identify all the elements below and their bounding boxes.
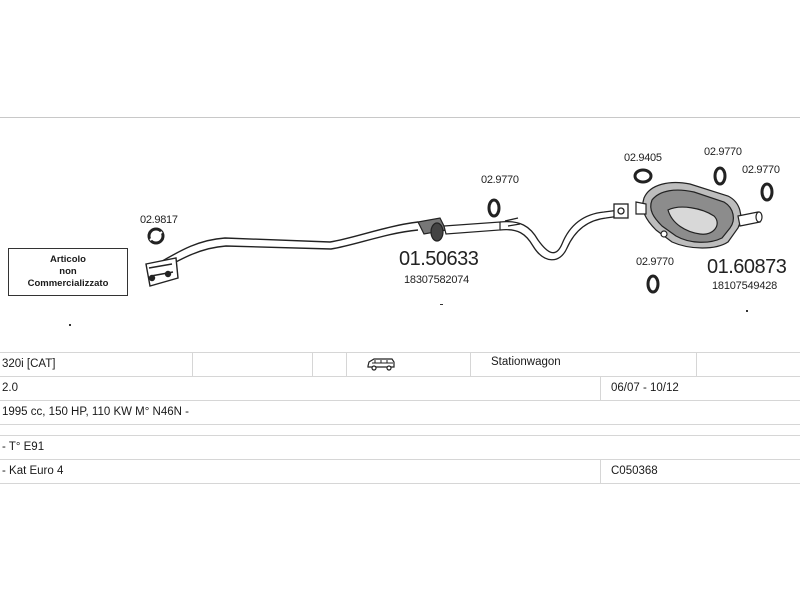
note-line-1: Articolo bbox=[50, 254, 86, 265]
hanger-rear-bottom-ring bbox=[646, 274, 660, 294]
emission-standard: - Kat Euro 4 bbox=[2, 465, 64, 477]
top-border bbox=[0, 117, 800, 118]
part-number-gasket-front: 02.9817 bbox=[140, 214, 178, 226]
spec-row-chassis: - T° E91 bbox=[0, 435, 800, 460]
vehicle-spec-table: 320i [CAT] Stationwagon 2.0 06/07 - 10/1… bbox=[0, 352, 800, 484]
spec-row-engine-detail: 1995 cc, 150 HP, 110 KW M° N46N - bbox=[0, 401, 800, 425]
date-range: 06/07 - 10/12 bbox=[611, 382, 679, 394]
note-line-2: non bbox=[59, 266, 77, 277]
marker-dot bbox=[69, 324, 71, 326]
part-number-hanger-rear-right: 02.9770 bbox=[742, 164, 780, 176]
column-divider bbox=[192, 353, 193, 376]
exhaust-diagram: Articolo non Commercializzato 02.9817 02… bbox=[0, 118, 800, 350]
engine-size: 2.0 bbox=[2, 382, 18, 394]
column-divider bbox=[696, 353, 697, 376]
column-divider bbox=[600, 377, 601, 400]
part-number-middle-silencer: 01.50633 bbox=[399, 248, 479, 270]
engine-detail: 1995 cc, 150 HP, 110 KW M° N46N - bbox=[2, 406, 189, 418]
part-number-gasket-rear: 02.9405 bbox=[624, 152, 662, 164]
model-name: 320i [CAT] bbox=[2, 358, 56, 370]
part-number-rear-silencer: 01.60873 bbox=[707, 256, 787, 278]
chassis-code: - T° E91 bbox=[2, 441, 45, 453]
hanger-rear-top-ring bbox=[713, 166, 727, 186]
hanger-mid-ring bbox=[487, 198, 501, 218]
spec-row-model: 320i [CAT] Stationwagon bbox=[0, 352, 800, 377]
oem-number-rear-silencer: 18107549428 bbox=[712, 280, 778, 292]
connecting-pipe bbox=[499, 203, 629, 261]
station-wagon-icon bbox=[366, 357, 396, 373]
marker-dot bbox=[746, 310, 748, 312]
catalogue-code: C050368 bbox=[611, 465, 658, 477]
oem-number-middle-silencer: 18307582074 bbox=[404, 274, 470, 286]
front-pipe bbox=[145, 221, 419, 287]
marker-dot bbox=[440, 304, 443, 305]
part-number-hanger-rear-top: 02.9770 bbox=[704, 146, 742, 158]
gasket-rear-ring bbox=[633, 168, 653, 184]
body-type: Stationwagon bbox=[491, 356, 561, 368]
part-number-hanger-mid: 02.9770 bbox=[481, 174, 519, 186]
rear-silencer-shape bbox=[635, 181, 763, 249]
spec-gap bbox=[0, 425, 800, 435]
not-sold-note: Articolo non Commercializzato bbox=[8, 248, 128, 296]
part-number-hanger-rear-bottom: 02.9770 bbox=[636, 256, 674, 268]
spec-row-engine-size: 2.0 06/07 - 10/12 bbox=[0, 377, 800, 401]
gasket-front-ring bbox=[147, 227, 165, 245]
column-divider bbox=[312, 353, 313, 376]
column-divider bbox=[346, 353, 347, 376]
spec-row-emission: - Kat Euro 4 C050368 bbox=[0, 460, 800, 484]
column-divider bbox=[470, 353, 471, 376]
hanger-rear-right-ring bbox=[760, 182, 774, 202]
column-divider bbox=[600, 460, 601, 483]
note-line-3: Commercializzato bbox=[27, 278, 109, 289]
middle-silencer-shape bbox=[417, 217, 501, 242]
